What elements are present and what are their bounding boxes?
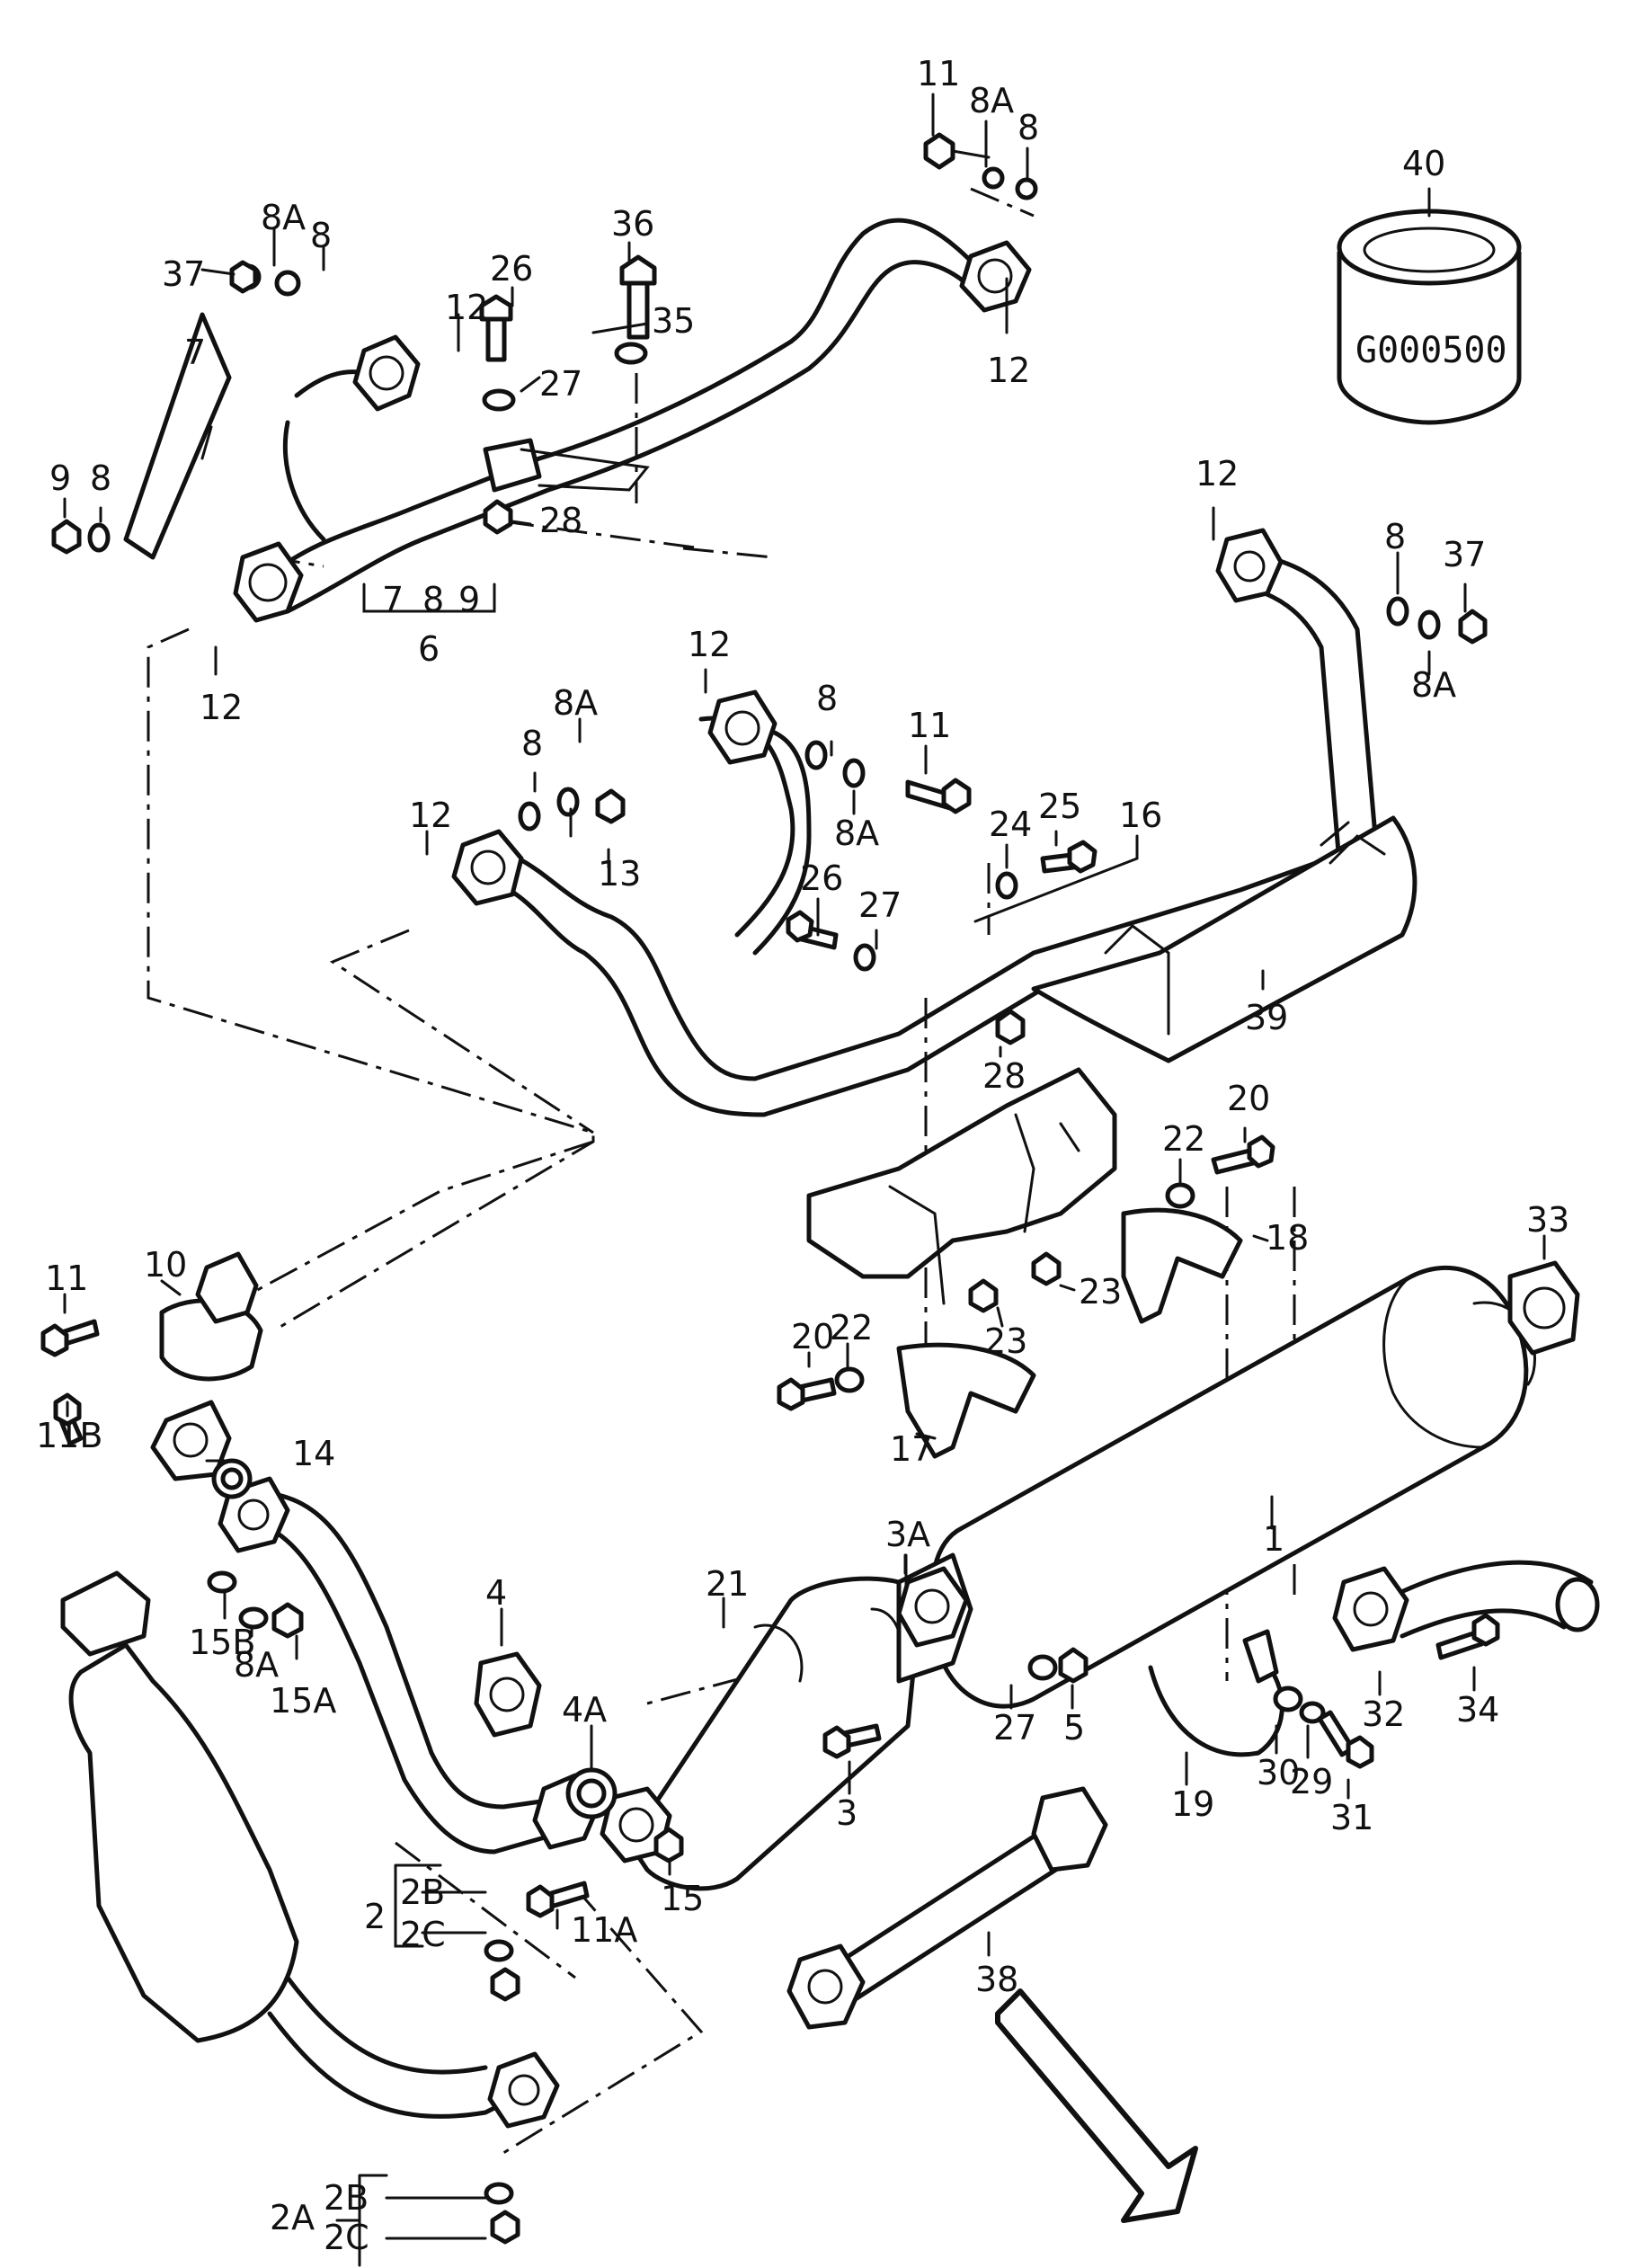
label-33: 33 <box>1526 1200 1569 1240</box>
label-2C: 2C <box>324 2218 369 2257</box>
label-19: 19 <box>1171 1784 1214 1824</box>
label-26: 26 <box>800 858 843 898</box>
label-8A: 8A <box>834 814 879 853</box>
label-31: 31 <box>1330 1798 1373 1837</box>
heat-shield-39 <box>1031 815 1417 1063</box>
label-8A: 8A <box>234 1645 279 1685</box>
label-8-group: 8 <box>422 580 444 619</box>
label-21: 21 <box>706 1564 749 1604</box>
label-27: 27 <box>993 1708 1036 1748</box>
label-15: 15 <box>661 1879 704 1918</box>
label-27: 27 <box>858 885 902 925</box>
label-6: 6 <box>418 629 440 669</box>
label-8: 8 <box>1384 517 1406 556</box>
label-3: 3 <box>836 1793 858 1833</box>
label-17: 17 <box>890 1429 933 1469</box>
label-8A: 8A <box>1411 665 1456 705</box>
label-22: 22 <box>1162 1119 1205 1159</box>
label-9: 9 <box>49 458 71 498</box>
label-12: 12 <box>987 351 1030 390</box>
label-12: 12 <box>1195 454 1239 494</box>
label-7: 7 <box>184 333 206 372</box>
label-5: 5 <box>1063 1708 1085 1748</box>
label-22: 22 <box>830 1308 873 1347</box>
leader-lines <box>63 93 1546 2267</box>
label-14: 14 <box>292 1434 335 1473</box>
label-15A: 15A <box>270 1681 336 1721</box>
label-4A: 4A <box>562 1690 607 1730</box>
label-37: 37 <box>1443 535 1486 574</box>
label-34: 34 <box>1456 1690 1499 1730</box>
label-25: 25 <box>1038 787 1081 826</box>
label-11A: 11A <box>571 1910 637 1950</box>
label-11: 11 <box>917 54 960 93</box>
label-2: 2 <box>364 1897 386 1936</box>
label-13: 13 <box>598 854 641 894</box>
label-28: 28 <box>982 1056 1026 1096</box>
mounting-bracket <box>806 1067 1243 1459</box>
label-2C: 2C <box>400 1915 446 1954</box>
part-code-text: G000500 <box>1355 330 1507 371</box>
label-1: 1 <box>1263 1519 1284 1559</box>
label-2B: 2B <box>324 2178 369 2218</box>
label-11: 11 <box>908 706 951 745</box>
label-27: 27 <box>539 364 582 404</box>
label-28: 28 <box>539 501 582 540</box>
label-11: 11 <box>45 1259 88 1298</box>
label-12: 12 <box>200 688 243 727</box>
label-37: 37 <box>162 254 205 294</box>
label-8A: 8A <box>969 81 1014 120</box>
label-24: 24 <box>989 805 1032 844</box>
part-labels: 11 8A 8 40 12 8A 8 37 26 36 35 12 27 28 … <box>36 54 1569 2257</box>
label-32: 32 <box>1362 1694 1405 1734</box>
tail-pipe-32 <box>1332 1560 1600 1652</box>
label-18: 18 <box>1266 1218 1309 1258</box>
label-30: 30 <box>1257 1753 1300 1792</box>
label-36: 36 <box>611 204 654 244</box>
label-39: 39 <box>1245 998 1288 1037</box>
intermediate-pipe-16 <box>451 528 1378 1117</box>
label-8: 8 <box>816 679 838 718</box>
part-40-canister: G000500 <box>1337 209 1522 425</box>
label-9-group: 9 <box>458 580 480 619</box>
label-20: 20 <box>791 1317 834 1356</box>
rear-silencer-1 <box>929 1260 1580 1709</box>
front-pipe-6 <box>123 218 1032 623</box>
label-12: 12 <box>445 288 488 327</box>
label-2A: 2A <box>270 2198 315 2237</box>
label-12: 12 <box>688 625 731 664</box>
label-8A: 8A <box>553 683 598 723</box>
connecting-pipe-38 <box>786 1786 1198 2223</box>
label-2B: 2B <box>400 1872 445 1912</box>
label-8: 8 <box>90 458 111 498</box>
label-7-group: 7 <box>382 580 404 619</box>
clamp-19 <box>1148 1629 1284 1757</box>
label-23: 23 <box>984 1321 1027 1361</box>
label-15B: 15B <box>189 1623 255 1662</box>
label-11B: 11B <box>36 1416 102 1455</box>
label-26: 26 <box>490 249 533 289</box>
front-catalyst-2A <box>60 1570 560 2129</box>
label-29: 29 <box>1290 1762 1333 1801</box>
hardware-items <box>40 132 1500 2245</box>
label-4: 4 <box>485 1573 507 1613</box>
label-23: 23 <box>1079 1272 1122 1312</box>
label-16: 16 <box>1119 796 1162 835</box>
label-8A: 8A <box>261 198 306 237</box>
label-10: 10 <box>144 1245 187 1285</box>
label-8: 8 <box>1018 108 1039 147</box>
label-35: 35 <box>652 301 695 341</box>
label-20: 20 <box>1227 1079 1270 1118</box>
label-38: 38 <box>975 1960 1018 1999</box>
label-8: 8 <box>310 216 332 255</box>
label-12: 12 <box>409 796 452 835</box>
label-8: 8 <box>521 724 543 763</box>
label-3A: 3A <box>885 1515 930 1554</box>
label-40: 40 <box>1402 144 1445 183</box>
